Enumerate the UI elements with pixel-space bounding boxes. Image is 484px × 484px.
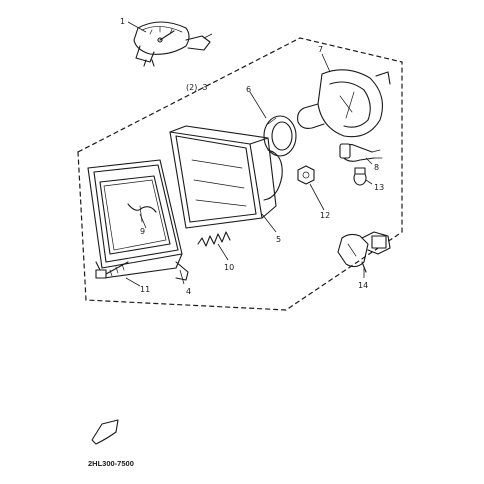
front-arrow-icon xyxy=(91,419,119,445)
callout-11: 11 xyxy=(140,285,150,294)
adjusting-spring-icon xyxy=(197,231,231,247)
callout-13: 13 xyxy=(374,183,384,192)
callout-1: 1 xyxy=(120,17,125,26)
callout-8: 8 xyxy=(374,163,379,172)
callout-5: 5 xyxy=(276,235,281,244)
bulb-cover-ring-icon xyxy=(263,115,297,157)
bulb-socket-icon xyxy=(297,69,391,138)
halogen-bulb-icon xyxy=(337,231,391,273)
subassembly-boundary xyxy=(77,37,403,311)
callout-10: 10 xyxy=(224,263,234,272)
wire-lead-icon xyxy=(339,143,383,162)
callout-6: 6 xyxy=(246,85,251,94)
callout-9: 9 xyxy=(140,227,145,236)
leader-lines xyxy=(125,21,373,287)
headlight-unit-icon xyxy=(169,125,283,229)
callout-14: 14 xyxy=(358,281,368,290)
callout-subassembly: (2), 3 xyxy=(186,83,208,92)
callout-4: 4 xyxy=(186,287,191,296)
speedometer-gauge-icon xyxy=(133,21,213,67)
headlight-rim-icon xyxy=(87,159,189,281)
adjusting-screw-icon xyxy=(95,261,129,279)
callout-7: 7 xyxy=(318,45,323,54)
callout-12: 12 xyxy=(320,211,330,220)
drawing-code: 2HL300-7500 xyxy=(88,459,134,468)
nut-icon xyxy=(297,165,315,185)
small-bulb-icon xyxy=(353,167,367,186)
